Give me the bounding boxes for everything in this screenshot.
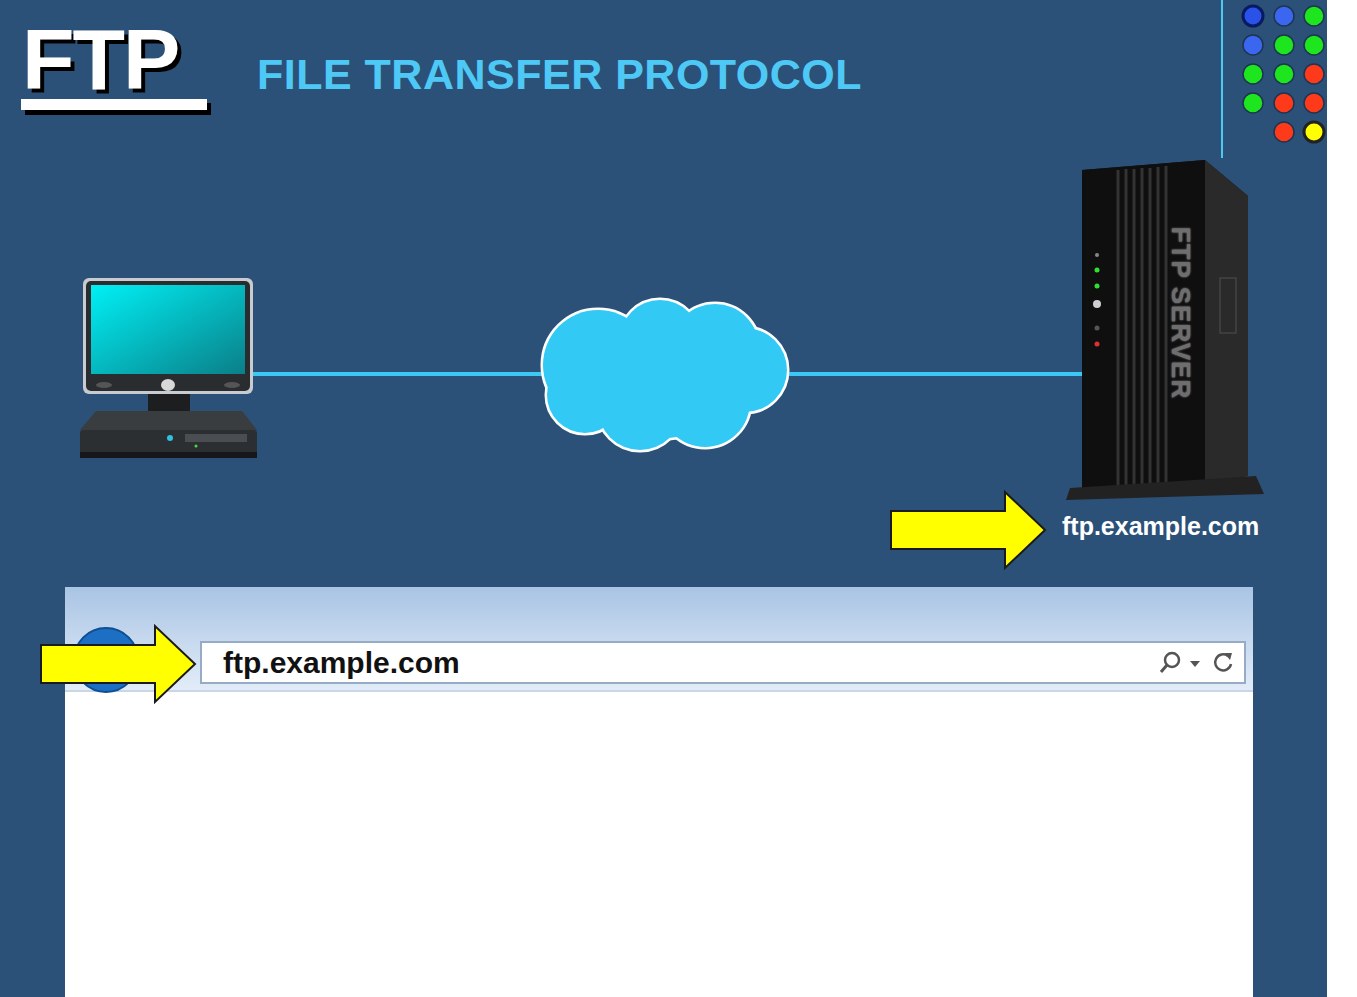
network-wire bbox=[770, 372, 1084, 376]
pointer-arrow bbox=[891, 492, 1045, 568]
divider-line bbox=[1221, 0, 1223, 158]
address-bar-icons bbox=[1152, 643, 1242, 682]
server-shape bbox=[1060, 158, 1270, 500]
page-edge bbox=[1327, 0, 1357, 997]
logo-text: FTP bbox=[22, 14, 178, 104]
dot-grid bbox=[1243, 6, 1324, 142]
server-address: ftp.example.com bbox=[1062, 512, 1259, 541]
address-bar: ftp.example.com bbox=[200, 641, 1246, 684]
computer bbox=[80, 278, 257, 458]
server-label: FTP SERVER bbox=[1165, 227, 1196, 399]
cloud bbox=[543, 300, 787, 450]
pointer-arrow bbox=[41, 626, 195, 702]
ftp-server-tower: FTP SERVER bbox=[1060, 158, 1270, 500]
network-wire bbox=[253, 372, 560, 376]
diagram-title: FILE TRANSFER PROTOCOL bbox=[257, 50, 862, 99]
address-text: ftp.example.com bbox=[223, 646, 460, 680]
browser-window bbox=[65, 587, 1253, 997]
